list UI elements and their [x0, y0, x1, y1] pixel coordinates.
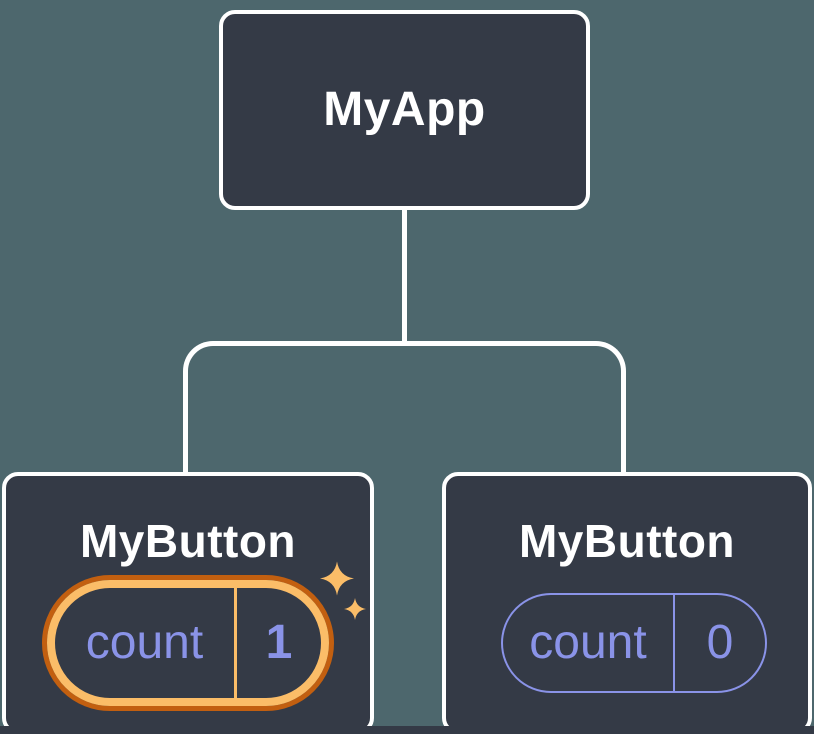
state-name-label: count [529, 616, 647, 669]
sparkle-icon-large [320, 560, 354, 597]
connector-branch [183, 341, 626, 472]
state-badge-highlighted: count 1 [42, 575, 334, 711]
state-badge-divider [234, 588, 237, 698]
bottom-edge-band [0, 726, 814, 734]
node-mybutton-2: MyButton count 0 [442, 472, 812, 734]
state-badge-inner-ring: count 1 [47, 580, 329, 706]
state-value: 1 [265, 616, 293, 669]
node-myapp: MyApp [219, 10, 590, 210]
sparkle-icon-small [344, 598, 366, 620]
state-badge-divider [673, 595, 675, 691]
node-label: MyApp [323, 83, 486, 136]
node-label: MyButton [518, 515, 736, 567]
state-name-label: count [85, 616, 204, 669]
node-label: MyButton [79, 515, 297, 567]
node-mybutton-1: MyButton count 1 [2, 472, 374, 734]
connector-stem [402, 206, 407, 343]
state-value: 0 [706, 616, 734, 669]
state-badge: count 0 [501, 593, 767, 693]
